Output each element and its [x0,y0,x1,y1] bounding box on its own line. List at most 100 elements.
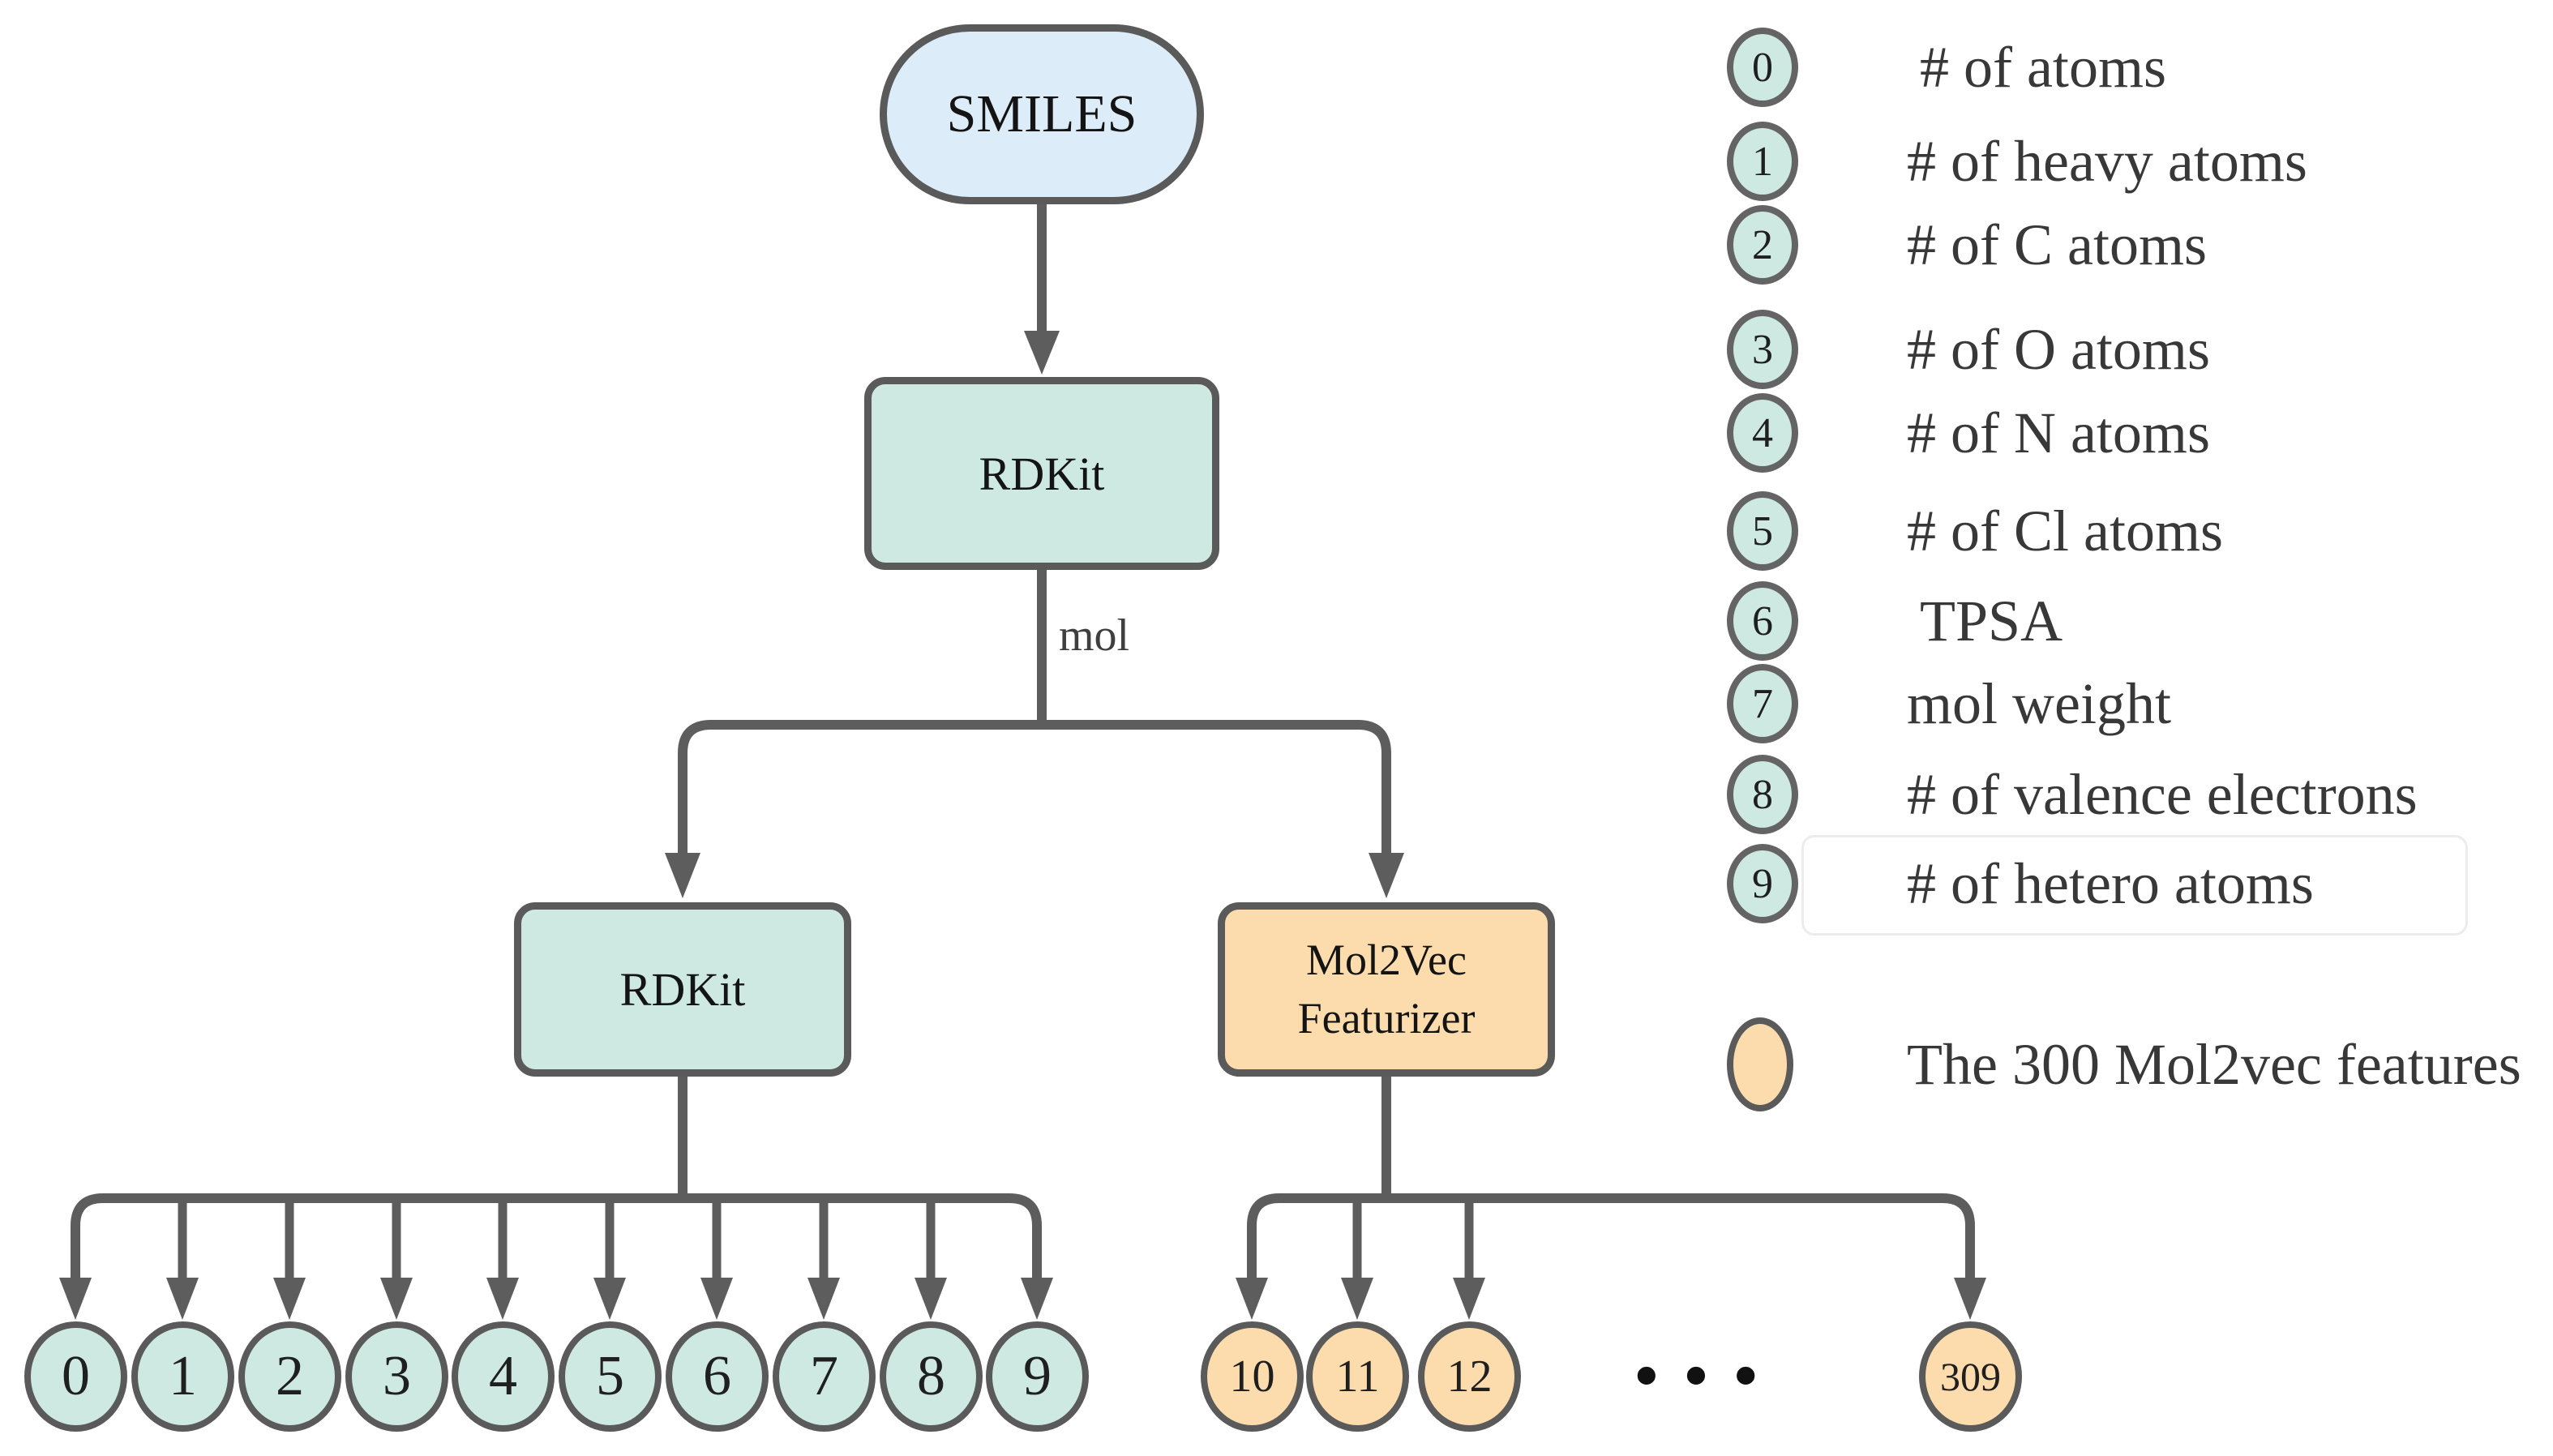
feature-circle-7: 7 [773,1321,876,1432]
legend-item-2-label: # of C atoms [1907,212,2207,277]
legend-item-1-label: # of heavy atoms [1907,128,2307,194]
feature-circle-309: 309 [1919,1321,2022,1432]
legend-item-7-label: mol weight [1907,670,2171,736]
legend-item-8-label: # of valence electrons [1907,761,2418,827]
arrowhead-feature-2 [273,1278,306,1320]
legend-circle-1: 1 [1727,122,1798,201]
feature-circle-0-number: 0 [62,1345,90,1407]
arrowhead-feature-0 [59,1278,92,1320]
legend-circle-0: 0 [1727,28,1798,107]
edge-mol2vec-fan-bus [1247,1193,1975,1278]
feature-circle-11: 11 [1306,1321,1409,1432]
feature-circle-8-number: 8 [917,1345,945,1407]
legend-circle-0-number: 0 [1752,44,1773,91]
feature-circle-1-number: 1 [169,1345,197,1407]
feature-circle-2-number: 2 [276,1345,304,1407]
legend-item-4-label: # of N atoms [1907,400,2210,465]
feature-circle-9-number: 9 [1023,1345,1052,1407]
node-mol2vec-featurizer-label: Mol2Vec Featurizer [1298,931,1476,1047]
legend-item-9-label: # of hetero atoms [1907,850,2314,916]
legend-item-6: 6 TPSA [1727,580,2063,662]
legend-circle-5-number: 5 [1752,507,1773,555]
node-rdkit-left-label: RDKit [619,963,746,1016]
legend-item-mol2vec-label: The 300 Mol2vec features [1907,1031,2521,1097]
node-rdkit-top-label: RDKit [979,447,1105,500]
arrowhead-feature-4 [486,1278,519,1320]
feature-circle-10: 10 [1201,1321,1304,1432]
edge-rdkit-fan-bus [71,1193,1042,1278]
feature-circle-12-number: 12 [1446,1351,1493,1402]
feature-circle-10-number: 10 [1229,1351,1275,1402]
arrowhead-feature-8 [915,1278,947,1320]
legend-circle-3: 3 [1727,310,1798,389]
feature-circle-3-number: 3 [383,1345,411,1407]
node-smiles-label: SMILES [946,84,1137,143]
legend-circle-7: 7 [1727,664,1798,743]
node-mol2vec-label-line2: Featurizer [1297,993,1476,1043]
arrowhead-feature-7 [807,1278,840,1320]
legend-item-9: 9 # of hetero atoms [1727,843,2314,924]
arrowhead-feature-1 [166,1278,199,1320]
feature-circle-7-number: 7 [810,1345,838,1407]
node-mol2vec-label-line1: Mol2Vec [1306,936,1467,985]
node-rdkit-left: RDKit [514,902,851,1077]
legend-circle-4-number: 4 [1752,409,1773,456]
feature-circle-2: 2 [238,1321,341,1432]
legend-item-5-label: # of Cl atoms [1907,498,2223,563]
arrowhead-feature-10 [1236,1278,1268,1320]
legend-item-5: 5 # of Cl atoms [1727,490,2223,572]
feature-circle-1: 1 [131,1321,234,1432]
legend-item-0: 0 # of atoms [1727,27,2166,108]
legend-circle-8-number: 8 [1752,771,1773,818]
legend-item-2: 2 # of C atoms [1727,204,2207,285]
legend-circle-8: 8 [1727,755,1798,834]
legend-item-4: 4 # of N atoms [1727,392,2210,473]
node-rdkit-top: RDKit [864,377,1219,570]
node-smiles: SMILES [880,24,1204,204]
arrowhead-feature-9 [1021,1278,1053,1320]
legend-item-7: 7 mol weight [1727,663,2171,744]
legend-circle-6-number: 6 [1752,597,1773,644]
legend-item-8: 8 # of valence electrons [1727,754,2418,835]
arrowhead-to-rdkit-left [665,853,700,898]
ellipsis-dots: • • • [1634,1338,1763,1412]
legend-item-1: 1 # of heavy atoms [1727,121,2307,202]
legend-circle-4: 4 [1727,393,1798,473]
legend-item-0-label: # of atoms [1920,34,2166,100]
arrowhead-feature-11 [1341,1278,1373,1320]
legend-circle-mol2vec [1727,1017,1793,1111]
feature-circle-5-number: 5 [596,1345,624,1407]
arrowhead-smiles-to-rdkit [1024,331,1060,375]
legend-circle-9-number: 9 [1752,860,1773,907]
legend-circle-2: 2 [1727,205,1798,285]
legend-item-mol2vec: The 300 Mol2vec features [1727,1017,2521,1111]
arrowhead-feature-6 [700,1278,733,1320]
feature-circle-4-number: 4 [489,1345,517,1407]
legend-hetero-highlight-box [1801,835,2468,936]
legend-circle-2-number: 2 [1752,221,1773,268]
arrowhead-feature-3 [380,1278,413,1320]
feature-circle-12: 12 [1418,1321,1521,1432]
edge-label-mol: mol [1059,610,1130,661]
legend-circle-1-number: 1 [1752,138,1773,185]
arrowhead-feature-309 [1954,1278,1986,1320]
legend-circle-7-number: 7 [1752,680,1773,727]
arrowhead-to-mol2vec [1369,853,1404,898]
legend-circle-6: 6 [1727,581,1798,661]
legend-circle-3-number: 3 [1752,326,1773,373]
feature-circle-309-number: 309 [1940,1354,2001,1399]
feature-circle-3: 3 [345,1321,448,1432]
node-mol2vec-featurizer: Mol2Vec Featurizer [1218,902,1555,1077]
arrowhead-feature-5 [593,1278,626,1320]
feature-circle-0: 0 [24,1321,127,1432]
feature-circle-6: 6 [666,1321,769,1432]
legend-item-3-label: # of O atoms [1907,316,2210,382]
feature-circle-4: 4 [452,1321,555,1432]
feature-circle-11-number: 11 [1335,1351,1380,1402]
legend-circle-9: 9 [1727,844,1798,923]
legend-circle-5: 5 [1727,491,1798,571]
legend-item-6-label: TPSA [1920,588,2063,653]
feature-circle-8: 8 [880,1321,983,1432]
